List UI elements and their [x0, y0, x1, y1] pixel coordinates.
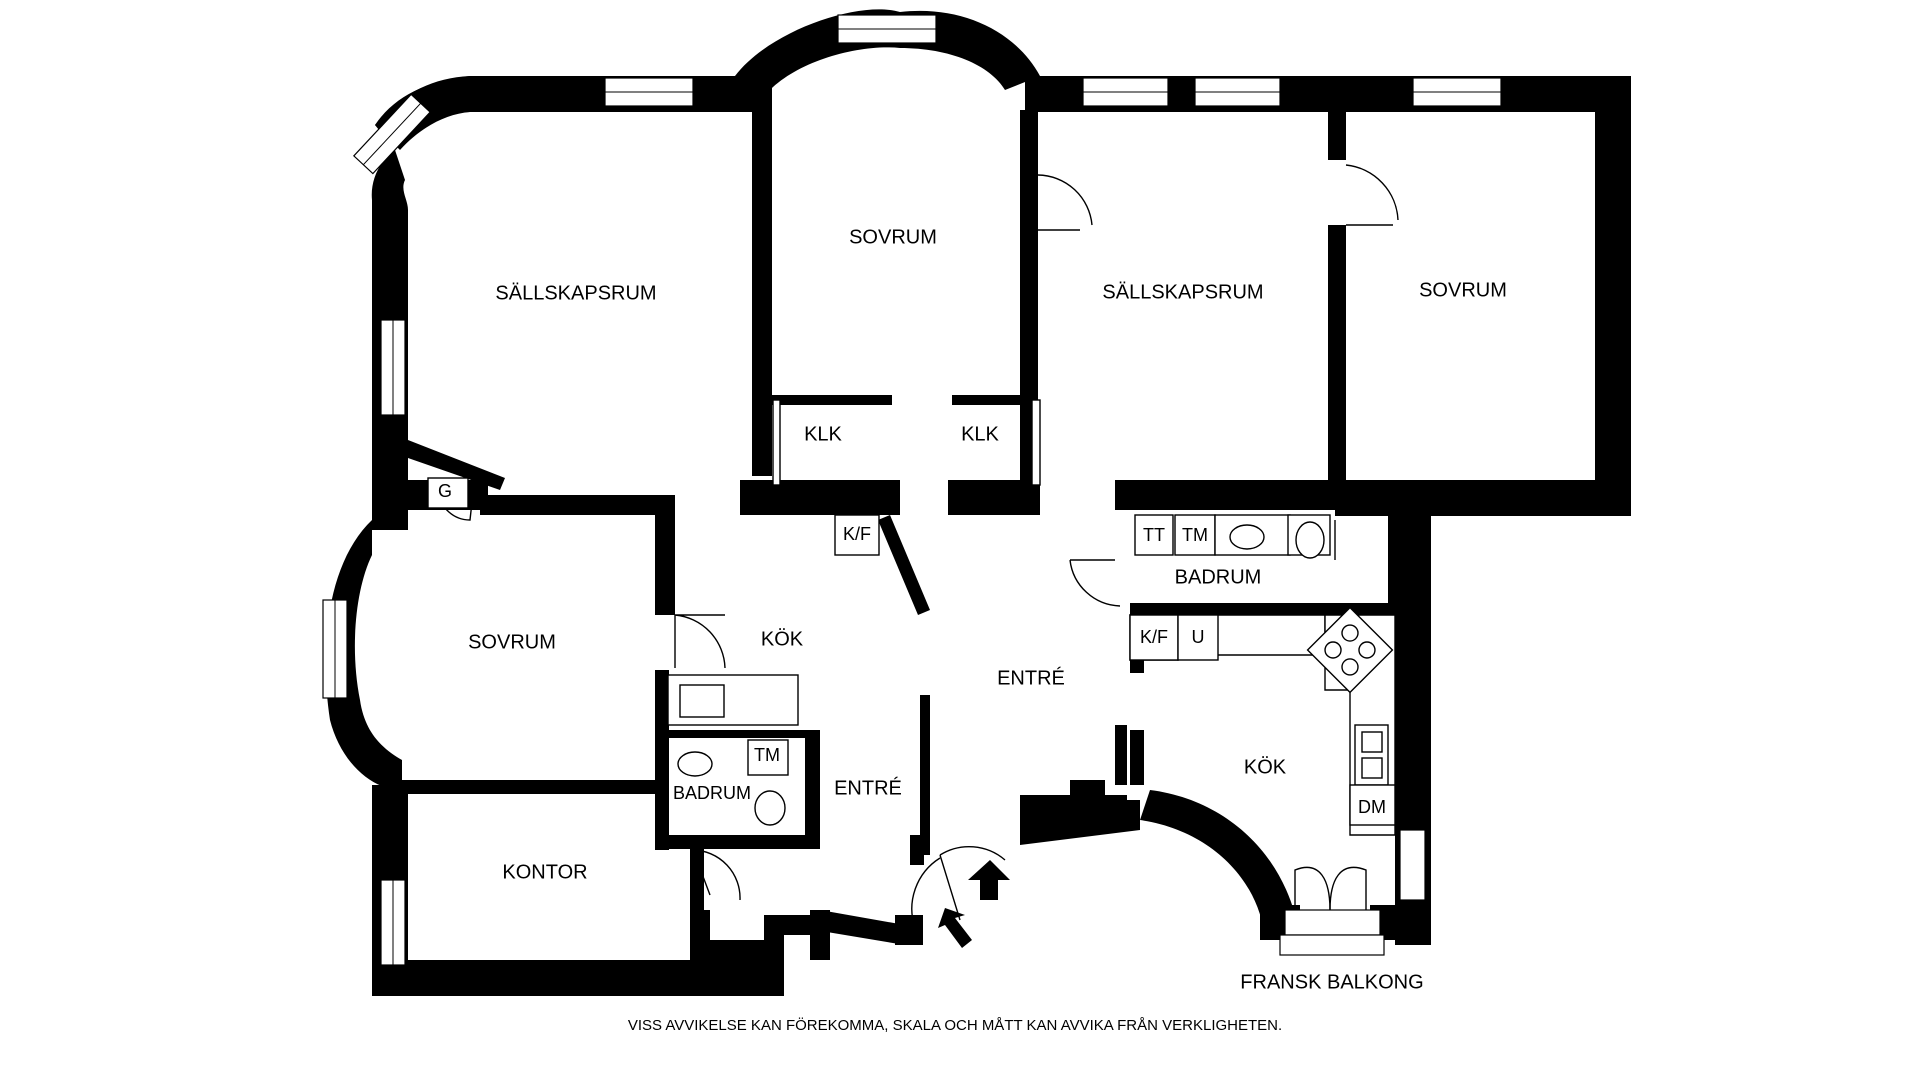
- room-label-dm: DM: [1358, 797, 1386, 817]
- disclaimer-text: VISS AVVIKELSE KAN FÖREKOMMA, SKALA OCH …: [628, 1016, 1282, 1034]
- room-label-sallskapsrum-left: SÄLLSKAPSRUM: [495, 282, 656, 304]
- room-label-kok-left: KÖK: [761, 628, 804, 650]
- room-label-kf-kitchen: K/F: [1140, 627, 1168, 647]
- room-label-sovrum-left: SOVRUM: [468, 631, 556, 653]
- room-label-klk-right: KLK: [961, 423, 999, 445]
- room-label-kf-hall: K/F: [843, 524, 871, 544]
- room-label-badrum-right: BADRUM: [1175, 566, 1262, 588]
- walls: [325, 9, 1631, 996]
- room-label-fransk-balkong: FRANSK BALKONG: [1240, 971, 1423, 993]
- room-label-entre-center: ENTRÉ: [997, 666, 1065, 689]
- room-label-g: G: [438, 481, 452, 501]
- room-label-klk-left: KLK: [804, 423, 842, 445]
- room-label-sallskapsrum-mid: SÄLLSKAPSRUM: [1102, 281, 1263, 303]
- room-label-tm-bath: TM: [1182, 525, 1208, 545]
- room-labels: SÄLLSKAPSRUM SOVRUM SÄLLSKAPSRUM SOVRUM …: [438, 226, 1507, 993]
- windows: [322, 14, 1502, 966]
- room-label-sovrum-right: SOVRUM: [1419, 279, 1507, 301]
- room-label-kontor: KONTOR: [502, 861, 587, 883]
- room-label-tm-small-bath: TM: [754, 745, 780, 765]
- room-label-u-kitchen: U: [1192, 627, 1205, 647]
- room-label-kok-right: KÖK: [1244, 756, 1287, 778]
- room-label-entre-lower: ENTRÉ: [834, 776, 902, 799]
- entrance-arrows: [938, 860, 1010, 948]
- door-swings: [427, 164, 1399, 929]
- room-label-badrum-small: BADRUM: [673, 783, 751, 803]
- room-label-sovrum-top: SOVRUM: [849, 226, 937, 248]
- room-label-tt: TT: [1143, 525, 1165, 545]
